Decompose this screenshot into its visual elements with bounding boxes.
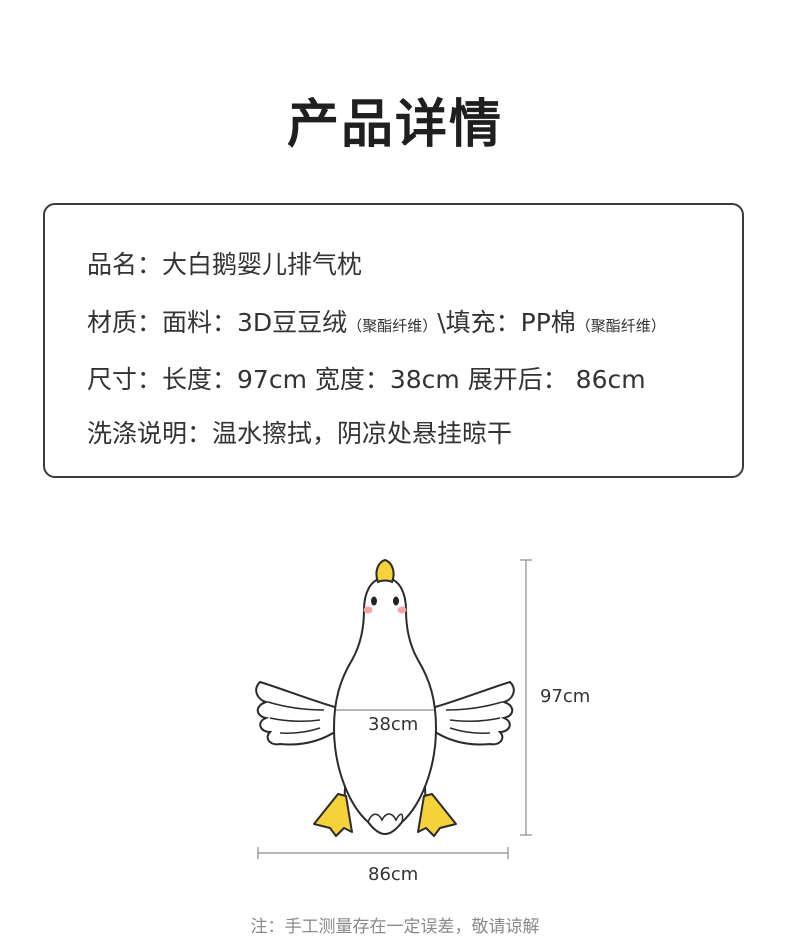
washing-value: 温水擦拭，阴凉处悬挂晾干	[212, 419, 513, 448]
fabric-value: 面料：3D豆豆绒	[162, 308, 348, 337]
goose-illustration	[255, 558, 532, 859]
material-label: 材质：	[87, 308, 163, 337]
width-label: 38cm	[368, 714, 419, 735]
page-title: 产品详情	[286, 95, 503, 155]
spec-row-washing: 洗涤说明：温水擦拭，阴凉处悬挂晾干	[87, 414, 512, 450]
left-wing	[255, 680, 339, 746]
size-label: 尺寸：	[87, 365, 163, 394]
fabric-note: （聚酯纤维）	[347, 317, 438, 335]
left-cheek	[363, 606, 373, 614]
right-cheek	[397, 606, 407, 614]
size-value: 长度：97cm 宽度：38cm 展开后： 86cm	[162, 365, 646, 394]
span-label: 86cm	[368, 864, 419, 885]
fill-note: （聚酯纤维）	[575, 317, 666, 335]
right-wing	[431, 680, 515, 746]
name-label: 品名：	[87, 250, 163, 279]
washing-label: 洗涤说明：	[87, 419, 213, 448]
goose-body	[332, 576, 438, 836]
left-foot	[313, 793, 353, 837]
length-dimension-line	[520, 559, 532, 836]
goose-crest	[375, 558, 395, 584]
measurement-note: 注：手工测量存在一定误差，敬请谅解	[250, 917, 540, 937]
right-eye	[393, 596, 399, 606]
fill-value: \填充：PP棉	[437, 308, 576, 337]
spec-row-material: 材质：面料：3D豆豆绒（聚酯纤维）\填充：PP棉（聚酯纤维）	[87, 303, 666, 339]
name-value: 大白鹅婴儿排气枕	[162, 250, 363, 279]
span-dimension-line	[257, 847, 509, 859]
spec-row-size: 尺寸：长度：97cm 宽度：38cm 展开后： 86cm	[87, 360, 646, 396]
right-foot	[417, 793, 457, 837]
left-eye	[371, 596, 377, 606]
spec-box: 品名：大白鹅婴儿排气枕 材质：面料：3D豆豆绒（聚酯纤维）\填充：PP棉（聚酯纤…	[43, 203, 744, 478]
spec-row-name: 品名：大白鹅婴儿排气枕	[87, 245, 362, 281]
length-label: 97cm	[540, 686, 591, 707]
